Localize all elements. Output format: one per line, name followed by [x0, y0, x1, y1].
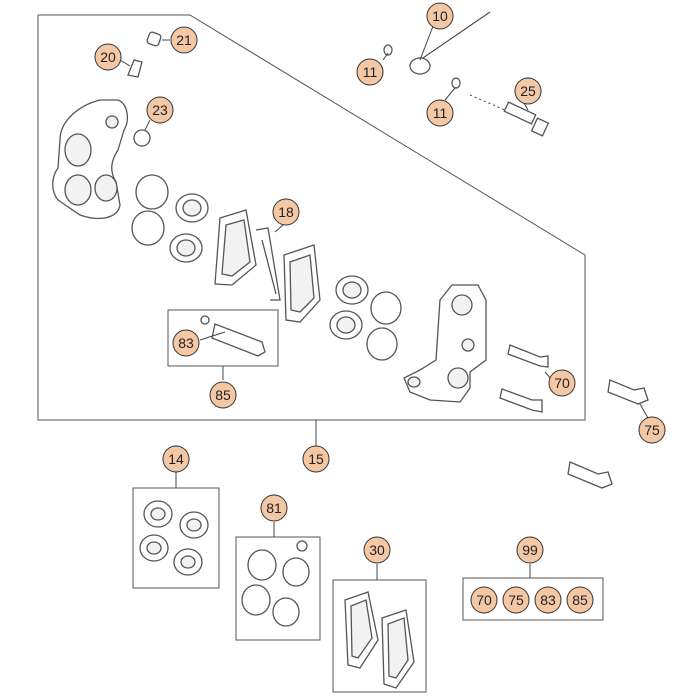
svg-text:30: 30 — [369, 542, 385, 558]
caliper-assembly-outline — [37, 14, 586, 421]
svg-text:18: 18 — [278, 204, 294, 220]
kit-99-item-83: 83 — [534, 586, 562, 614]
svg-text:20: 20 — [100, 49, 116, 65]
svg-text:81: 81 — [266, 500, 282, 516]
callout-11-upper: 11 — [356, 58, 384, 86]
banjo-bolt-body — [503, 101, 537, 125]
callout-14: 14 — [162, 445, 190, 473]
callout-83: 83 — [172, 329, 200, 357]
kit-99-item-85: 85 — [566, 586, 594, 614]
svg-text:25: 25 — [520, 83, 536, 99]
pin-clip — [200, 315, 210, 325]
svg-text:83: 83 — [540, 592, 556, 608]
seal-kit-box — [235, 536, 321, 641]
kit-99-box — [462, 577, 604, 621]
svg-text:75: 75 — [508, 592, 524, 608]
piston-seal-left-bottom — [131, 210, 165, 246]
svg-text:21: 21 — [176, 32, 192, 48]
svg-text:11: 11 — [433, 105, 448, 121]
caliper-pin — [211, 323, 266, 357]
callout-75: 75 — [638, 416, 666, 444]
svg-text:11: 11 — [363, 64, 378, 80]
caliper-bolts-70 — [499, 344, 553, 413]
svg-text:23: 23 — [152, 102, 168, 118]
svg-text:85: 85 — [215, 387, 231, 403]
seal-ring-upper — [383, 44, 393, 56]
callout-30: 30 — [363, 536, 391, 564]
banjo-bolt-head — [530, 117, 550, 137]
piston-seal-right-top — [370, 291, 402, 325]
brake-line-group — [382, 7, 550, 137]
callout-23: 23 — [146, 96, 174, 124]
svg-text:83: 83 — [178, 335, 194, 351]
callout-15: 15 — [302, 445, 330, 473]
banjo-fitting — [409, 57, 431, 75]
o-ring-23 — [133, 129, 151, 147]
callout-11-lower: 11 — [426, 99, 454, 127]
callout-81: 81 — [260, 494, 288, 522]
svg-text:75: 75 — [644, 422, 660, 438]
callout-10: 10 — [426, 2, 454, 30]
svg-text:10: 10 — [432, 8, 448, 24]
svg-text:70: 70 — [554, 375, 570, 391]
callout-25: 25 — [514, 77, 542, 105]
kit-99-item-70: 70 — [470, 586, 498, 614]
piston-seal-right-bottom — [366, 327, 398, 361]
bleeder-cap — [146, 31, 162, 47]
seal-ring-lower — [451, 77, 461, 89]
svg-text:85: 85 — [572, 592, 588, 608]
svg-text:14: 14 — [168, 451, 184, 467]
svg-text:99: 99 — [522, 542, 538, 558]
callout-99: 99 — [516, 536, 544, 564]
svg-text:15: 15 — [308, 451, 324, 467]
callout-18: 18 — [272, 198, 300, 226]
pad-spring — [255, 227, 281, 301]
bleeder-screw — [127, 59, 143, 78]
mounting-bolts-75 — [567, 379, 649, 489]
callout-85: 85 — [209, 381, 237, 409]
svg-text:70: 70 — [476, 592, 492, 608]
piston-seal-left-top — [135, 174, 169, 210]
callout-70: 70 — [548, 369, 576, 397]
kit-99-item-75: 75 — [502, 586, 530, 614]
callout-21: 21 — [170, 26, 198, 54]
bleed-screw-group — [119, 31, 170, 78]
pad-set-box — [332, 579, 427, 693]
callout-20: 20 — [94, 43, 122, 71]
